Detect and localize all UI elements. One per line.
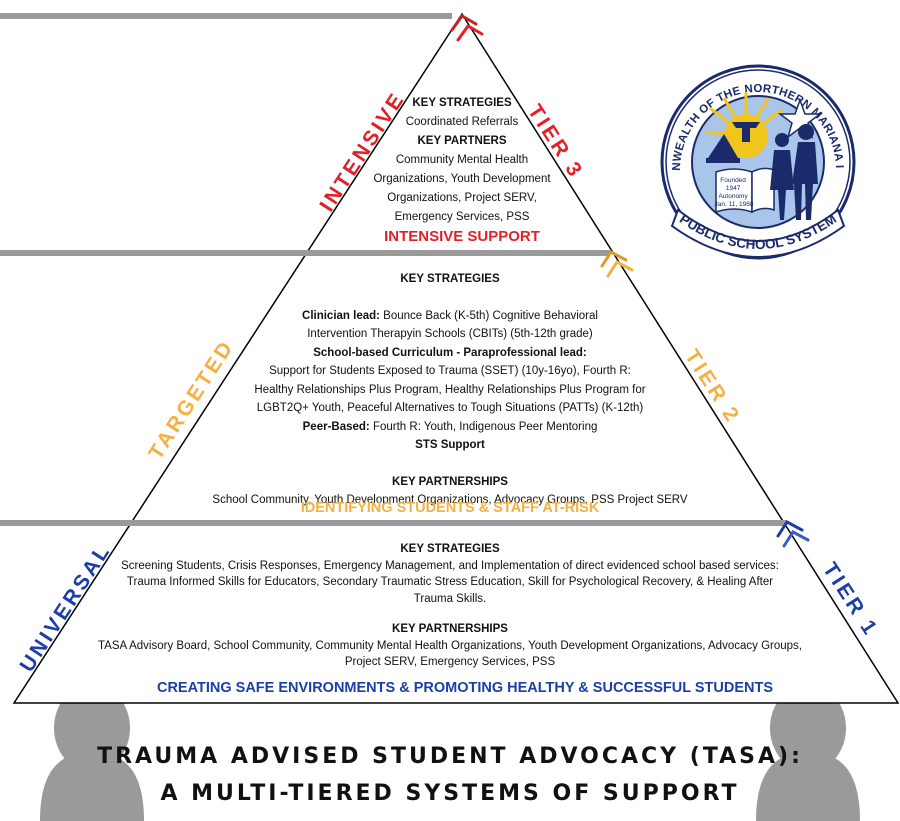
tier1-strategies-line: Trauma Informed Skills for Educators, Se… bbox=[126, 576, 774, 588]
tier3-partners-line: Organizations, Youth Development bbox=[373, 173, 551, 185]
tier1-partnerships-line: Project SERV, Emergency Services, PSS bbox=[344, 656, 556, 668]
tier2-clinician-line2: Intervention Therapyin Schools (CBITs) (… bbox=[307, 328, 593, 340]
students-figures-icon bbox=[770, 124, 818, 220]
latte-stone-icon bbox=[732, 122, 760, 142]
tier3-banner: INTENSIVE SUPPORT bbox=[384, 228, 540, 245]
left-support-figure bbox=[40, 684, 144, 821]
tier1-partnerships-heading: KEY PARTNERSHIPS bbox=[392, 623, 508, 635]
seal-book-line: Jan. 11, 1988 bbox=[715, 201, 754, 208]
tier3-divider-bar bbox=[0, 250, 610, 256]
peer-based-label: Peer-Based: bbox=[302, 420, 370, 433]
cnmi-pss-seal-logo: COMMONWEALTH OF THE NORTHERN MARIANA ISL… bbox=[650, 62, 856, 260]
sts-support: STS Support bbox=[415, 439, 485, 451]
tier3-strategies-text: Coordinated Referrals bbox=[405, 116, 519, 128]
svg-text:Founded 1947 Auton: Founded 1947 Autonomy Jan. 11, 1988 bbox=[715, 177, 754, 208]
peer-based-text: Fourth R: Youth, Indigenous Peer Mentori… bbox=[369, 420, 598, 433]
tier2-divider-bar bbox=[0, 520, 786, 526]
tier2-partnerships-text: School Community, Youth Development Orga… bbox=[212, 494, 688, 506]
seal-banner-ribbon bbox=[670, 208, 846, 258]
curriculum-label: School-based Curriculum - Paraprofession… bbox=[313, 346, 587, 359]
curriculum-line: Healthy Relationships Plus Program, Heal… bbox=[254, 383, 646, 396]
tier1-partnerships-line: TASA Advisory Board, School Community, C… bbox=[98, 639, 802, 652]
tier1-banner: CREATING SAFE ENVIRONMENTS & PROMOTING H… bbox=[156, 680, 774, 696]
seal-book-line: Autonomy bbox=[718, 193, 748, 200]
ship-icon bbox=[706, 134, 740, 163]
tier3-partners-line: Community Mental Health bbox=[395, 154, 529, 166]
open-book-icon: Founded 1947 Autonomy Jan. 11, 1988 bbox=[715, 167, 775, 214]
clinician-lead-text: Bounce Back (K-5th) Cognitive Behavioral bbox=[379, 309, 598, 322]
tier3-partners-line: Emergency Services, PSS bbox=[394, 211, 530, 223]
tier2-partnerships-heading: KEY PARTNERSHIPS bbox=[392, 475, 508, 488]
top-divider-bar bbox=[0, 13, 452, 19]
seal-book-line: Founded bbox=[720, 177, 746, 184]
tier2-strategies-heading: KEY STRATEGIES bbox=[400, 273, 500, 285]
curriculum-line: Support for Students Exposed to Trauma (… bbox=[269, 365, 631, 377]
title-line1: TRAUMA ADVISED STUDENT ADVOCACY (TASA): bbox=[97, 744, 803, 769]
tier3-partners-line: Organizations, Project SERV, bbox=[387, 192, 537, 204]
title-line2: A MULTI-TIERED SYSTEMS OF SUPPORT bbox=[160, 781, 740, 806]
tier2-chevron-icon bbox=[600, 250, 634, 278]
tier3-chevron-icon bbox=[450, 14, 484, 42]
clinician-lead-label: Clinician lead: bbox=[302, 309, 380, 322]
right-support-figure bbox=[756, 684, 860, 821]
tier2-clinician-line: Clinician lead: Bounce Back (K-5th) Cogn… bbox=[190, 307, 710, 326]
pyramid-outline bbox=[12, 12, 900, 704]
tier2-banner: IDENTIFYING STUDENTS & STAFF AT-RISK bbox=[300, 500, 600, 516]
peer-based-line: Peer-Based: Fourth R: Youth, Indigenous … bbox=[190, 418, 710, 437]
curriculum-line: LGBT2Q+ Youth, Peaceful Alternatives to … bbox=[256, 402, 644, 414]
tier1-strategies-heading: KEY STRATEGIES bbox=[400, 543, 500, 555]
tier1-strategies-line: Trauma Skills. bbox=[413, 592, 487, 605]
tier3-content: KEY STRATEGIES Coordinated Referrals KEY… bbox=[352, 94, 572, 227]
tier3-strategies-heading: KEY STRATEGIES bbox=[412, 97, 512, 109]
tier1-strategies-line: Screening Students, Crisis Responses, Em… bbox=[121, 559, 779, 572]
tier3-partners-heading: KEY PARTNERS bbox=[417, 135, 507, 147]
seal-book-line: 1947 bbox=[726, 185, 741, 192]
tier2-content: KEY STRATEGIES Clinician lead: Bounce Ba… bbox=[190, 270, 710, 510]
tier1-content: KEY STRATEGIES Screening Students, Crisi… bbox=[80, 541, 820, 671]
tier1-chevron-icon bbox=[776, 520, 810, 548]
